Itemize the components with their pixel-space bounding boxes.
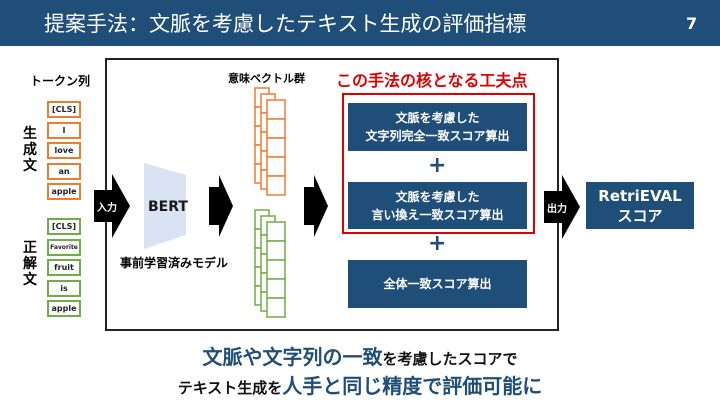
- highlight-title: この手法の核となる工夫点: [336, 71, 528, 90]
- step-line: 文脈を考慮した: [395, 189, 480, 204]
- reference-label: 正解文: [23, 240, 37, 288]
- paraphrase-match-step: 文脈を考慮した言い換え一致スコア算出: [348, 182, 527, 229]
- result-name: RetriEVAL: [598, 186, 682, 205]
- summary-line-2: テキスト生成を人手と同じ精度で評価可能に: [0, 370, 720, 399]
- overall-match-step: 全体一致スコア算出: [348, 260, 527, 308]
- bert-label: BERT: [148, 199, 188, 215]
- generated-token: love: [47, 142, 81, 159]
- tokens-label: トークン列: [30, 74, 91, 88]
- reference-token: Favorite: [47, 238, 81, 256]
- vector-cell: [266, 118, 286, 139]
- vectors-label: 意味ベクトル群: [228, 72, 305, 85]
- step-line: 文脈を考慮した: [395, 111, 480, 125]
- vector-cell: [266, 240, 286, 261]
- highlight-box: [342, 93, 535, 234]
- model-caption: 事前学習済みモデル: [120, 256, 229, 270]
- summary-line-1: 文脈や文字列の一致を考慮したスコアで: [0, 341, 720, 370]
- reference-token: fruit: [47, 259, 81, 276]
- step-line: 言い換え一致スコア算出: [371, 207, 504, 222]
- plus-icon: +: [428, 231, 447, 256]
- output-arrow-label: 出力: [547, 204, 567, 215]
- generated-token: apple: [47, 183, 81, 200]
- input-arrow-label: 入力: [97, 203, 117, 214]
- generated-token: [CLS]: [47, 101, 81, 118]
- reference-token: is: [47, 279, 81, 297]
- summary-text: テキスト生成を: [177, 379, 283, 397]
- reference-token: [CLS]: [47, 218, 81, 235]
- step-line: 全体一致スコア算出: [383, 277, 492, 291]
- reference-token: apple: [47, 300, 81, 317]
- vector-cell: [266, 175, 286, 196]
- plus-icon: +: [428, 153, 447, 178]
- arrow-icon: [304, 175, 328, 237]
- page-number: 7: [686, 14, 698, 33]
- output-arrow: [544, 175, 580, 239]
- vector-cell: [266, 297, 286, 318]
- vector-cell: [266, 278, 286, 299]
- generated-label: 生成文: [23, 126, 37, 174]
- bert-model-shape: [144, 163, 186, 249]
- header-bar: [0, 0, 720, 46]
- summary-text: を考慮したスコアで: [382, 350, 518, 368]
- input-arrow: [94, 174, 130, 238]
- vector-cell: [266, 137, 286, 158]
- step-line: 文字列完全一致スコア算出: [365, 129, 510, 143]
- vector-cell: [266, 99, 286, 120]
- generated-token: an: [47, 162, 81, 180]
- exact-match-step: 文脈を考慮した文字列完全一致スコア算出: [348, 103, 527, 151]
- summary-emphasis: 人手と同じ精度で評価可能に: [282, 374, 543, 398]
- result-subtitle: スコア: [617, 206, 663, 225]
- vector-cell: [266, 221, 286, 242]
- vector-stacks: [254, 87, 286, 318]
- arrow-icon: [209, 175, 233, 237]
- vector-cell: [266, 259, 286, 280]
- generated-token: I: [47, 121, 81, 139]
- slide-title: 提案手法：文脈を考慮したテキスト生成の評価指標: [44, 12, 527, 36]
- vector-cell: [266, 156, 286, 177]
- summary-emphasis: 文脈や文字列の一致: [202, 345, 383, 369]
